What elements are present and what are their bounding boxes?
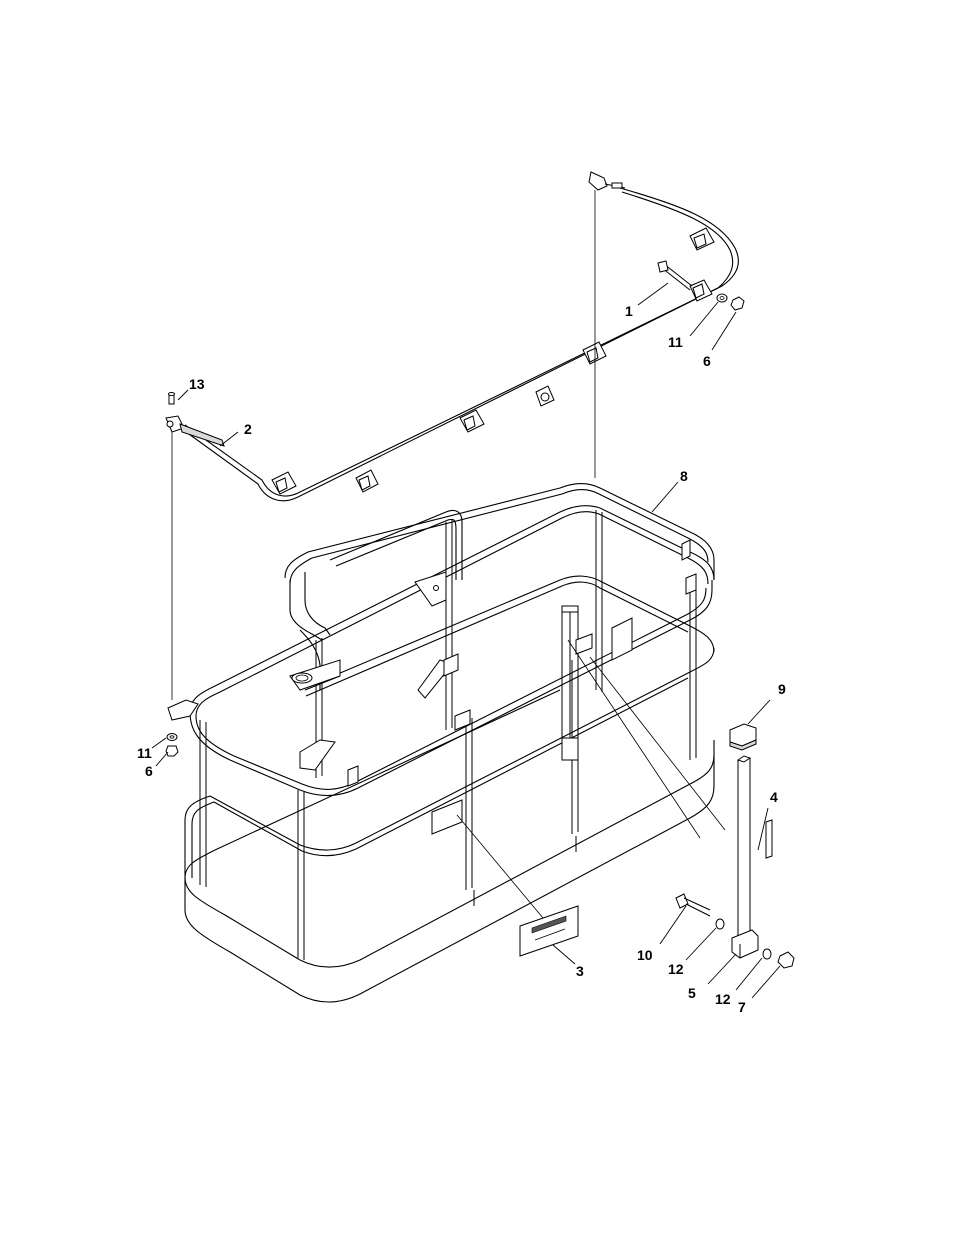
callout-3: 3: [576, 963, 584, 979]
decal-3: [520, 906, 578, 956]
callout-10: 10: [637, 947, 653, 963]
washer-11-upper: [717, 294, 727, 302]
side-plate: [612, 618, 632, 660]
nut-6-upper: [731, 297, 744, 310]
callout-1: 1: [625, 303, 633, 319]
cable-clamp: [536, 386, 554, 406]
mount-bracket: [418, 660, 446, 698]
cap-9: [730, 724, 756, 750]
corner-bracket: [455, 710, 470, 730]
bolt-1: [658, 261, 692, 290]
callout-6-lower: 6: [145, 763, 153, 779]
callout-4: 4: [770, 789, 778, 805]
corner-bracket: [686, 574, 696, 594]
post-5: [732, 756, 758, 958]
corner-bracket: [348, 766, 358, 786]
cable-clamp: [690, 280, 712, 301]
callout-2: 2: [244, 421, 252, 437]
mount-bracket: [300, 740, 335, 770]
callout-6-upper: 6: [703, 353, 711, 369]
callout-12-right: 12: [715, 991, 731, 1007]
nut-7: [778, 952, 794, 968]
callout-labels: 1 2 3 4 5 6 6 7 8 9 10 11 11 12 12 13: [137, 303, 786, 1015]
pin-13: [169, 393, 175, 405]
cable-assembly: [166, 172, 738, 501]
callout-11-upper: 11: [668, 334, 683, 350]
spacer-12-left: [716, 919, 724, 929]
cable-clamp: [690, 228, 714, 250]
callout-8: 8: [680, 468, 688, 484]
callout-5: 5: [688, 985, 696, 1001]
cable-clamp: [460, 410, 484, 432]
spacer-12-right: [763, 949, 771, 959]
callout-13: 13: [189, 376, 205, 392]
callout-9: 9: [778, 681, 786, 697]
label-4: [766, 820, 772, 858]
platform-basket: [168, 484, 714, 1003]
callout-7: 7: [738, 999, 746, 1015]
nut-6-lower: [166, 746, 178, 756]
anchor-lug: [168, 700, 198, 720]
washer-11-lower: [167, 734, 177, 741]
cable-clamp: [272, 472, 296, 494]
cable-clamp: [356, 470, 378, 492]
decal-location: [432, 800, 462, 834]
leader-lines: [152, 283, 780, 998]
mount-bracket: [415, 572, 446, 606]
corner-bracket: [682, 540, 690, 560]
callout-11-lower: 11: [137, 745, 152, 761]
callout-12-left: 12: [668, 961, 684, 977]
